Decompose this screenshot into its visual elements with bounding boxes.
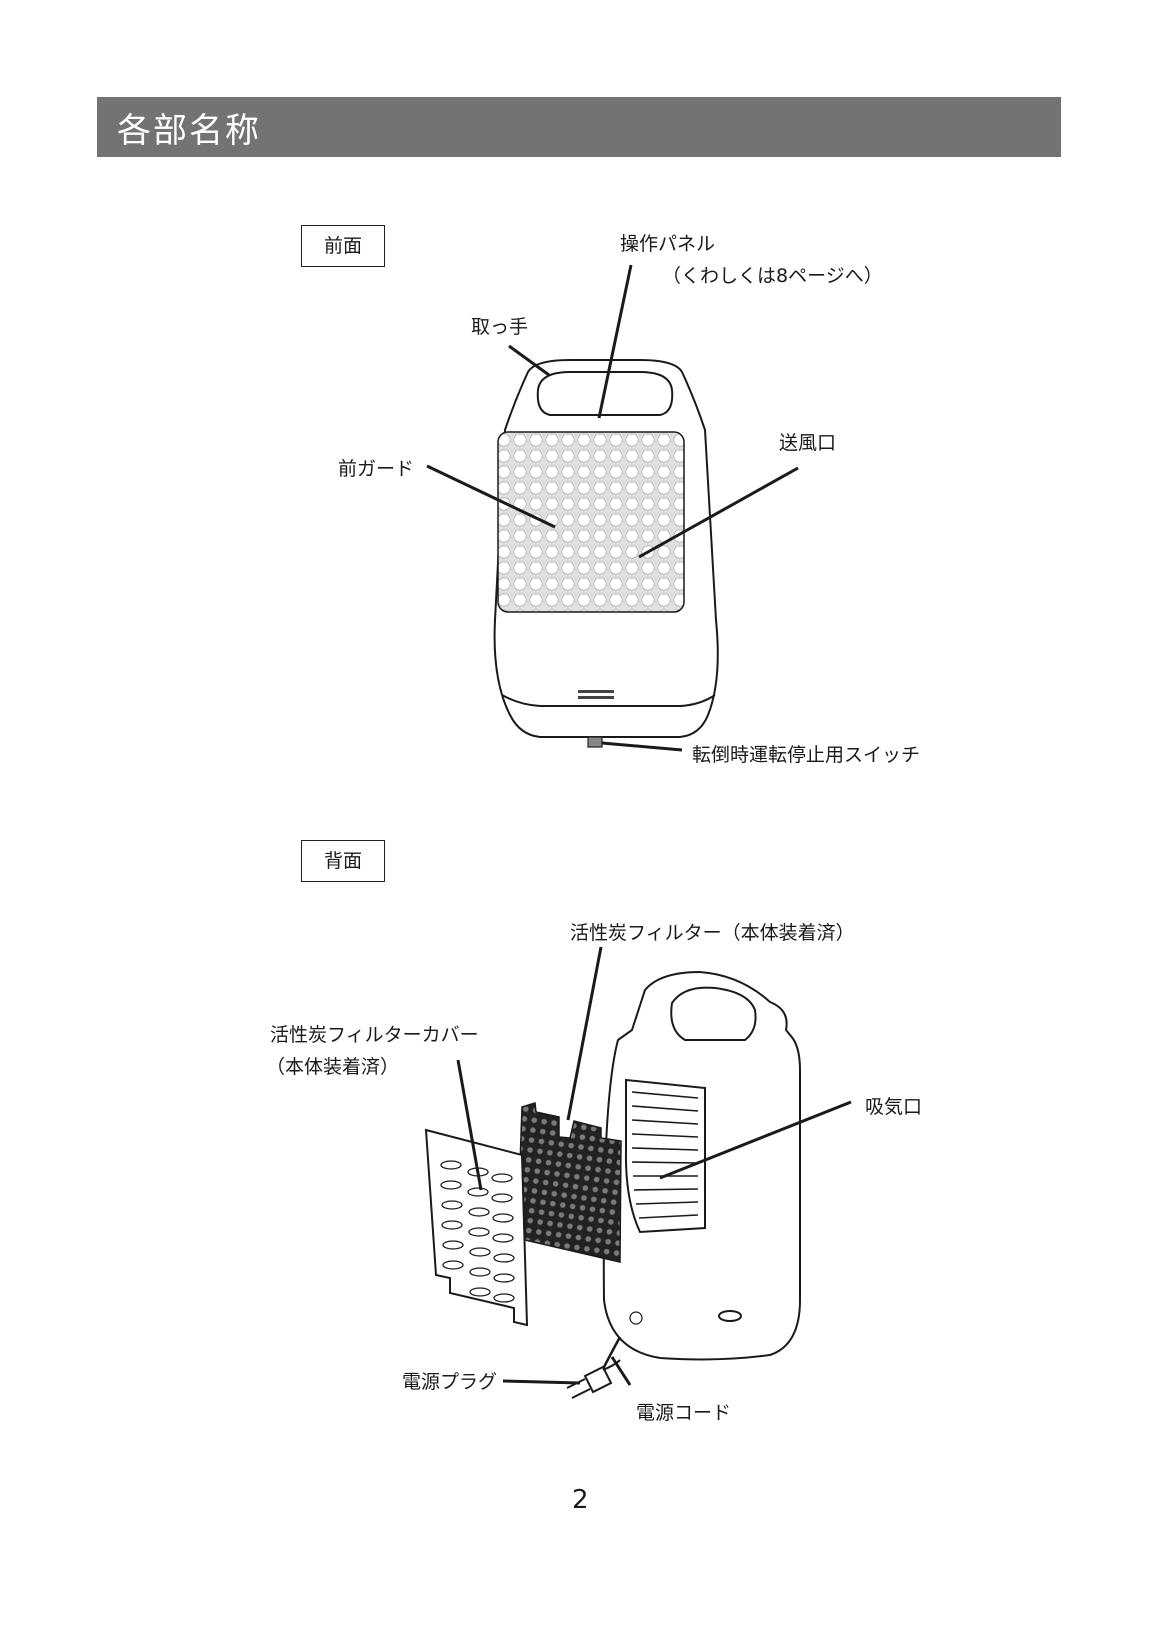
back-section-label: 背面 [301,840,385,882]
filter-cover-label: 活性炭フィルターカバー [270,1020,479,1047]
air-outlet-label: 送風口 [779,428,836,455]
carbon-filter-drawing [520,1103,621,1262]
power-cord-label: 電源コード [636,1398,731,1425]
power-plug-label: 電源プラグ [402,1367,497,1394]
tip-over-switch-label: 転倒時運転停止用スイッチ [692,740,920,767]
page-number: 2 [572,1485,589,1515]
filter-cover-note: （本体装着済） [266,1052,399,1079]
air-intake-label: 吸気口 [865,1092,922,1119]
carbon-filter-label: 活性炭フィルター（本体装着済） [570,918,855,945]
back-unit-drawing [600,972,800,1375]
front-unit-drawing [495,360,718,747]
power-plug-drawing [567,1360,620,1398]
handle-label: 取っ手 [471,312,528,339]
control-panel-label: 操作パネル [620,229,715,256]
front-guard-label: 前ガード [338,454,414,481]
control-panel-note: （くわしくは8ページへ） [662,261,883,288]
